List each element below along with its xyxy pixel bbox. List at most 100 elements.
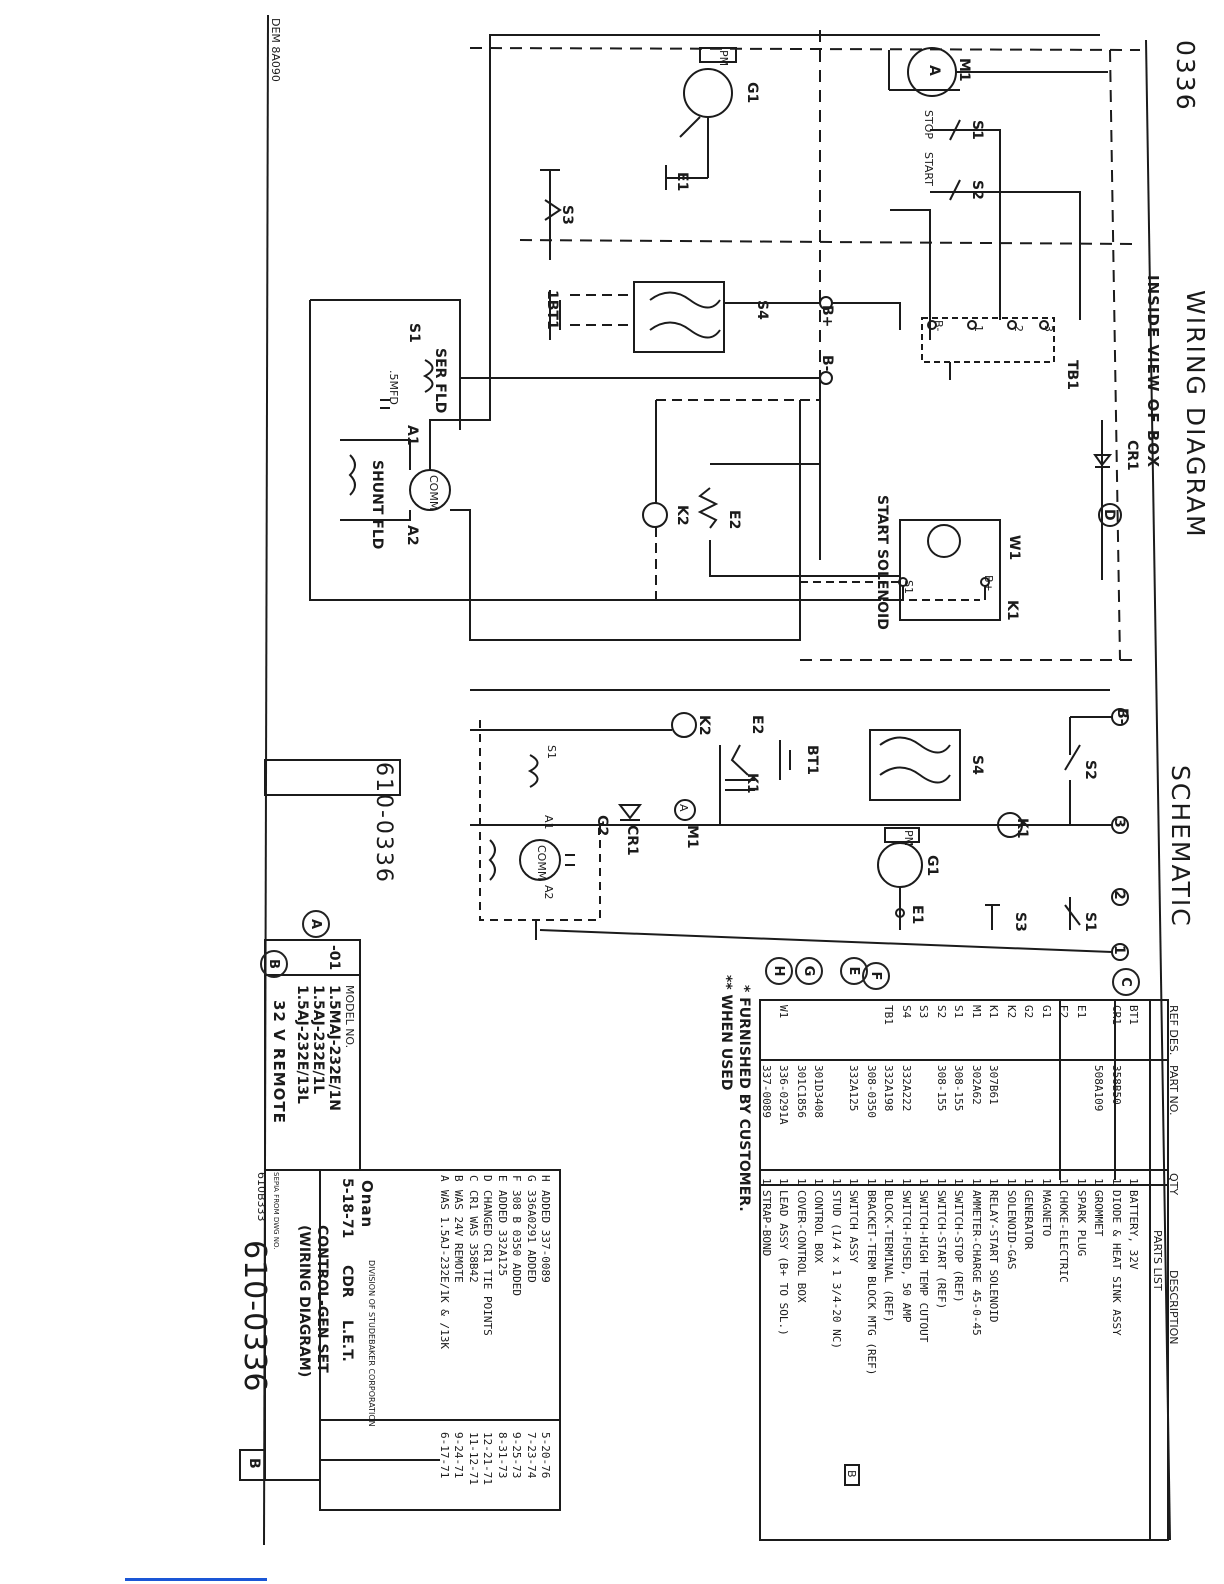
model-voltage: 32 V REMOTE	[270, 1000, 288, 1124]
parts-ref: S1	[952, 1005, 965, 1019]
rev-letter: B	[452, 1175, 465, 1182]
model-dash: -01	[326, 945, 342, 971]
parts-qty: 1	[794, 1178, 808, 1185]
rev-marker-e: E	[840, 957, 868, 985]
model-2: 1.5AJ-232E/1L	[310, 985, 326, 1095]
division-text: DIVISION OF STUDEBAKER CORPORATION	[367, 1260, 376, 1427]
title-drawing-number: 610-0336	[237, 1240, 272, 1393]
parts-desc: CONTROL BOX	[812, 1190, 825, 1263]
parts-desc: STUD (1/4 x 1 3/4-20 NC)	[829, 1190, 843, 1349]
rev-letter: C	[466, 1175, 480, 1182]
g1-label: G1	[744, 82, 760, 104]
parts-part: 337-0089	[759, 1065, 773, 1118]
rev-letter: D	[481, 1175, 494, 1182]
parts-qty: 1	[987, 1178, 1000, 1185]
parts-part: 332A125	[847, 1065, 860, 1112]
title-name-2: (WIRING DIAGRAM)	[296, 1225, 312, 1378]
rev-text: WAS 24V REMOTE	[452, 1190, 465, 1283]
parts-ref: S2	[934, 1005, 948, 1019]
parts-desc: GROMMET	[1092, 1190, 1105, 1237]
sch-pm-label: PM	[902, 830, 915, 847]
parts-list-heading: PARTS LIST	[1151, 1230, 1164, 1291]
parts-desc: SOLENOID-GAS	[1004, 1190, 1018, 1270]
parts-desc: SWITCH-START (REF)	[934, 1190, 948, 1310]
parts-ref: TB1	[882, 1005, 895, 1025]
cap-label: .5MFD	[387, 370, 400, 405]
parts-desc: DIODE & HEAT SINK ASSY	[1109, 1190, 1123, 1336]
sch-bt1-label: BT1	[804, 745, 820, 775]
w1-label: W1	[1006, 535, 1022, 561]
rev-letter: G	[524, 1175, 538, 1182]
parts-desc: SWITCH-HIGH TEMP CUTOUT	[917, 1190, 930, 1343]
sch-s2-label: S2	[1082, 760, 1098, 780]
k2-label: K2	[674, 505, 690, 526]
parts-qty: 1	[934, 1178, 948, 1185]
parts-qty: 1	[847, 1178, 860, 1185]
model-marker-b: B	[260, 950, 288, 978]
k1-bplus-label: B+	[982, 575, 995, 592]
parts-part: 301C1856	[794, 1065, 808, 1118]
parts-desc: SPARK PLUG	[1074, 1190, 1088, 1257]
parts-col-qty: QTY	[1167, 1173, 1180, 1196]
parts-qty: 1	[969, 1178, 983, 1185]
scan-underline	[125, 1578, 267, 1581]
rev-marker-c: C	[1112, 968, 1140, 996]
rev-text: WAS 1.5AJ-232E/1K & /13K	[437, 1190, 451, 1349]
rev-date: 9-24-71	[452, 1432, 465, 1479]
bt1-label: 1BT1	[544, 290, 560, 330]
bplus-label: B+	[819, 305, 835, 328]
tb-3: 3	[1042, 325, 1055, 332]
rev-date: 5-20-76	[539, 1432, 552, 1479]
note-furnished: * FURNISHED BY CUSTOMER.	[736, 985, 752, 1212]
parts-qty: 1	[1057, 1178, 1070, 1185]
parts-ref: CR1	[1109, 1005, 1123, 1025]
title-name-1: CONTROL-GEN SET	[314, 1225, 330, 1373]
sch-terminal-1: 1	[1111, 945, 1127, 955]
parts-qty: 1	[777, 1178, 790, 1185]
parts-qty: 1	[917, 1178, 930, 1185]
a2-label: A2	[404, 525, 420, 546]
rev-letter: E	[495, 1175, 509, 1182]
parts-ref: K2	[1004, 1005, 1018, 1019]
rev-date: 7-23-74	[524, 1432, 538, 1479]
sepia-number: 610B333	[255, 1172, 268, 1222]
rev-text: ADDED 337-0089	[539, 1190, 552, 1283]
d-marker: D	[1101, 509, 1117, 521]
s3-label: S3	[559, 205, 575, 225]
onan-logo: Onan	[358, 1180, 376, 1229]
parts-part: 308-155	[952, 1065, 965, 1112]
m1-a-label: A	[926, 65, 942, 76]
sch-m1-label: M1	[684, 825, 700, 849]
parts-desc: BATTERY, 32V	[1127, 1190, 1140, 1270]
a1-label: A1	[404, 425, 420, 446]
model-marker-a: A	[302, 910, 330, 938]
e2-label: E2	[726, 510, 742, 530]
sch-s4-label: S4	[969, 755, 985, 775]
sch-s3-label: S3	[1012, 912, 1028, 932]
corner-code: DEM 8A090	[269, 18, 282, 82]
sepia-label: SEPIA FROM DWG NO.	[272, 1172, 280, 1250]
parts-qty: 1	[812, 1178, 825, 1185]
sch-s1-fld-label: S1	[545, 745, 558, 759]
rev-letter: A	[437, 1175, 451, 1182]
parts-col-ref: REF DES.	[1167, 1005, 1180, 1056]
comm-label: COMM	[427, 475, 440, 511]
parts-qty: 1	[864, 1178, 878, 1185]
tb1-label: TB1	[1064, 360, 1080, 390]
parts-part: 358B50	[1109, 1065, 1123, 1105]
parts-ref: BT1	[1127, 1005, 1140, 1025]
model-1: 1.5MAJ-232E/1N	[326, 985, 342, 1111]
parts-col-desc: DESCRIPTION	[1167, 1270, 1180, 1345]
parts-part: 307B61	[987, 1065, 1000, 1105]
sch-k1-contact-label: K1	[744, 773, 760, 794]
parts-part: 332A222	[899, 1065, 913, 1112]
g1-pm-label: PM	[717, 50, 730, 67]
parts-ref: M1	[969, 1005, 983, 1019]
rev-letter: F	[510, 1175, 523, 1182]
parts-part: 332A198	[882, 1065, 895, 1112]
rev-text: 308 B 0350 ADDED	[510, 1190, 523, 1296]
parts-qty: 1	[1022, 1178, 1035, 1185]
page-id-partial: 0336	[1171, 40, 1200, 112]
sch-terminal-2: 2	[1111, 890, 1127, 900]
parts-desc: SWITCH ASSY	[847, 1190, 860, 1263]
